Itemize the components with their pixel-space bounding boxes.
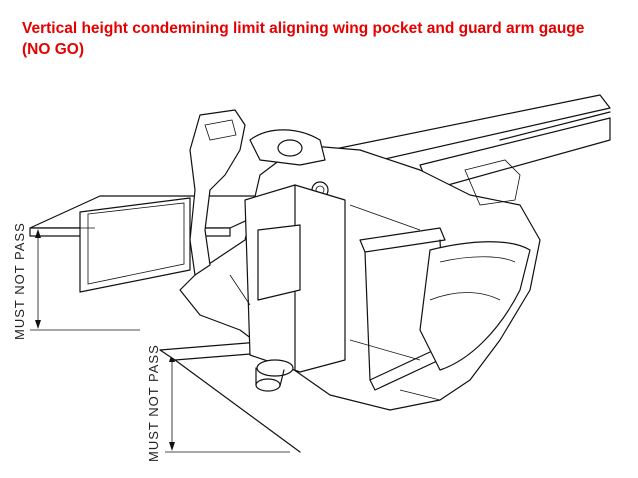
guard-arm-gauge [359,227,451,391]
left-dimension: MUST NOT PASS [12,222,140,340]
right-dimension: MUST NOT PASS [146,344,290,462]
diagram-title: Vertical height condemining limit aligni… [22,18,622,60]
title-line-1: Vertical height condemining limit aligni… [22,20,585,37]
left-dimension-label: MUST NOT PASS [12,222,27,340]
wing-pocket [419,159,531,371]
structure-lines [229,204,441,401]
right-dimension-label: MUST NOT PASS [146,344,161,462]
title-line-2: (NO GO) [22,41,84,58]
upper-gauge-bar [29,195,301,293]
